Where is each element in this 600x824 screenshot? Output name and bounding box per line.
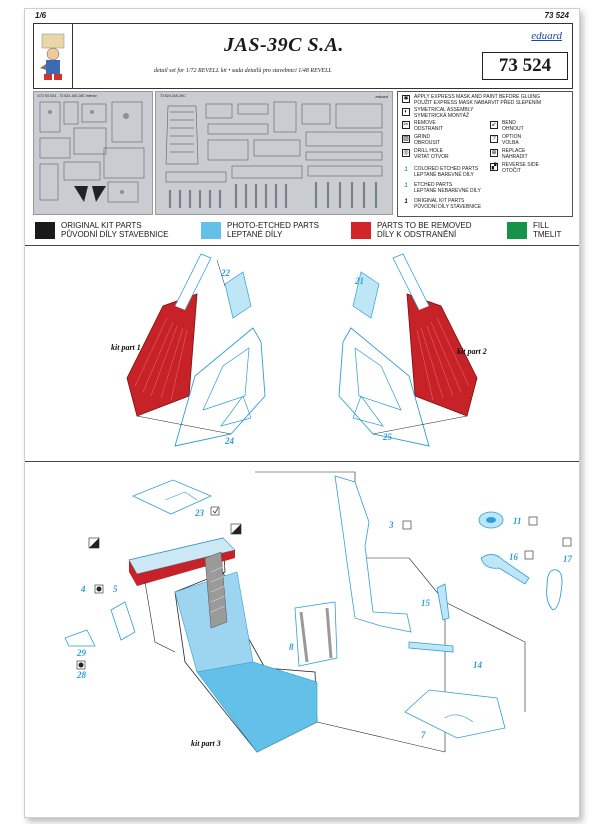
gear-icon: ✱	[402, 95, 410, 103]
label-remove: PARTS TO BE REMOVED DÍLY K ODSTRANĚNÍ	[377, 221, 472, 239]
part-22-label: 22	[220, 268, 231, 278]
part-3-drawing	[334, 475, 412, 633]
divider-top	[25, 245, 579, 246]
bend-icon	[210, 506, 220, 516]
kit-parts-icon: 1	[404, 199, 408, 205]
part-14-label: 14	[473, 660, 483, 670]
label-original: ORIGINAL KIT PARTS PŮVODNÍ DÍLY STAVEBNI…	[61, 221, 169, 239]
part-7-drawing	[404, 689, 506, 739]
part-5-drawing	[110, 601, 136, 641]
etched-parts-icon: 1	[404, 183, 408, 189]
part-24-label: 24	[224, 436, 235, 446]
part-17-drawing	[546, 569, 563, 611]
part-11-label: 11	[513, 516, 522, 526]
part-28-label: 28	[76, 670, 87, 680]
part-14-drawing	[408, 641, 454, 653]
fret-photo-right: 73 524 JAS-39C eduard	[155, 91, 393, 215]
mascot-logo	[34, 24, 73, 88]
part-21-label: 21	[354, 276, 364, 286]
step-1-diagram: kit part 1 22 24 kit part 2 21 25	[111, 253, 487, 447]
grind-icon: ▨	[402, 135, 410, 143]
fret-photo-right-brand: eduard	[375, 94, 388, 99]
brand-logo: eduard	[531, 30, 562, 42]
part-15-label: 15	[421, 598, 431, 608]
kit-part-3-drawing	[128, 537, 318, 753]
divider-middle	[25, 461, 579, 462]
frame-line	[255, 471, 446, 752]
page-title: JAS-39C S.A.	[224, 34, 344, 56]
swatch-photo-etched	[201, 222, 221, 239]
part-29-label: 29	[76, 648, 87, 658]
bend-icon	[402, 520, 412, 530]
part-25-label: 25	[382, 432, 393, 442]
product-code: 73 524	[482, 52, 568, 80]
part-23-label: 23	[194, 508, 205, 518]
replace-icon: ⊕	[490, 149, 498, 157]
swatch-remove	[351, 222, 371, 239]
mascot-icon	[40, 33, 65, 80]
fret-photo-left: 1/72 SS 524 - 73 524 JAS-39C interior	[33, 91, 153, 215]
symbol-legend: ✱ APPLY EXPRESS MASK AND PAINT BEFORE GL…	[397, 91, 573, 217]
subtitle: detail set for 1/72 REVELL kit • sada de…	[154, 68, 332, 74]
symmetry-icon: ◐	[402, 108, 410, 116]
label-photo-etched: PHOTO-ETCHED PARTS LEPTANÉ DÍLY	[227, 221, 320, 239]
header: JAS-39C S.A. detail set for 1/72 REVELL …	[33, 23, 573, 89]
fret-right-parts	[165, 101, 383, 208]
kit-part-2-label: kit part 2	[457, 347, 487, 356]
fret-photo-right-caption: 73 524 JAS-39C	[160, 94, 186, 98]
remove-icon: ✂	[402, 121, 410, 129]
kit-part-1-drawing	[126, 253, 266, 447]
bend-icon	[562, 537, 572, 547]
part-17-label: 17	[563, 554, 573, 564]
swatch-fill	[507, 222, 527, 239]
step-2-diagram: 23 3 11 16 17 4 5 29	[64, 471, 573, 753]
swatch-original	[35, 222, 55, 239]
page-number: 1/6	[35, 11, 47, 20]
part-29-drawing	[64, 629, 96, 647]
kit-part-3-label: kit part 3	[191, 739, 221, 748]
option-icon: ?	[490, 135, 498, 143]
bend-icon: ↙	[490, 121, 498, 129]
color-key: ORIGINAL KIT PARTS PŮVODNÍ DÍLY STAVEBNI…	[33, 221, 571, 241]
reverse-icon: ▞	[490, 163, 498, 171]
fret-photo-left-caption: 1/72 SS 524 - 73 524 JAS-39C interior	[37, 94, 97, 98]
top-product-code: 73 524	[544, 11, 569, 20]
instruction-sheet: 1/6 73 524 JAS-39C S.A. detail set for 1…	[24, 8, 580, 818]
part-4-label: 4	[80, 584, 86, 594]
part-15-drawing	[436, 583, 450, 621]
colored-parts-icon: 1	[404, 167, 408, 173]
kit-part-2-drawing	[338, 253, 478, 447]
part-16-drawing	[480, 554, 530, 585]
part-3-label: 3	[388, 520, 394, 530]
part-7-label: 7	[421, 730, 426, 740]
drill-icon: ◎	[402, 149, 410, 157]
kit-part-1-label: kit part 1	[111, 343, 141, 352]
part-5-label: 5	[113, 584, 118, 594]
label-fill: FILL TMELIT	[533, 221, 562, 239]
bend-icon	[528, 516, 538, 526]
bend-icon	[524, 550, 534, 560]
part-16-label: 16	[509, 552, 519, 562]
part-8-label: 8	[289, 642, 294, 652]
fret-left-parts	[39, 101, 145, 203]
